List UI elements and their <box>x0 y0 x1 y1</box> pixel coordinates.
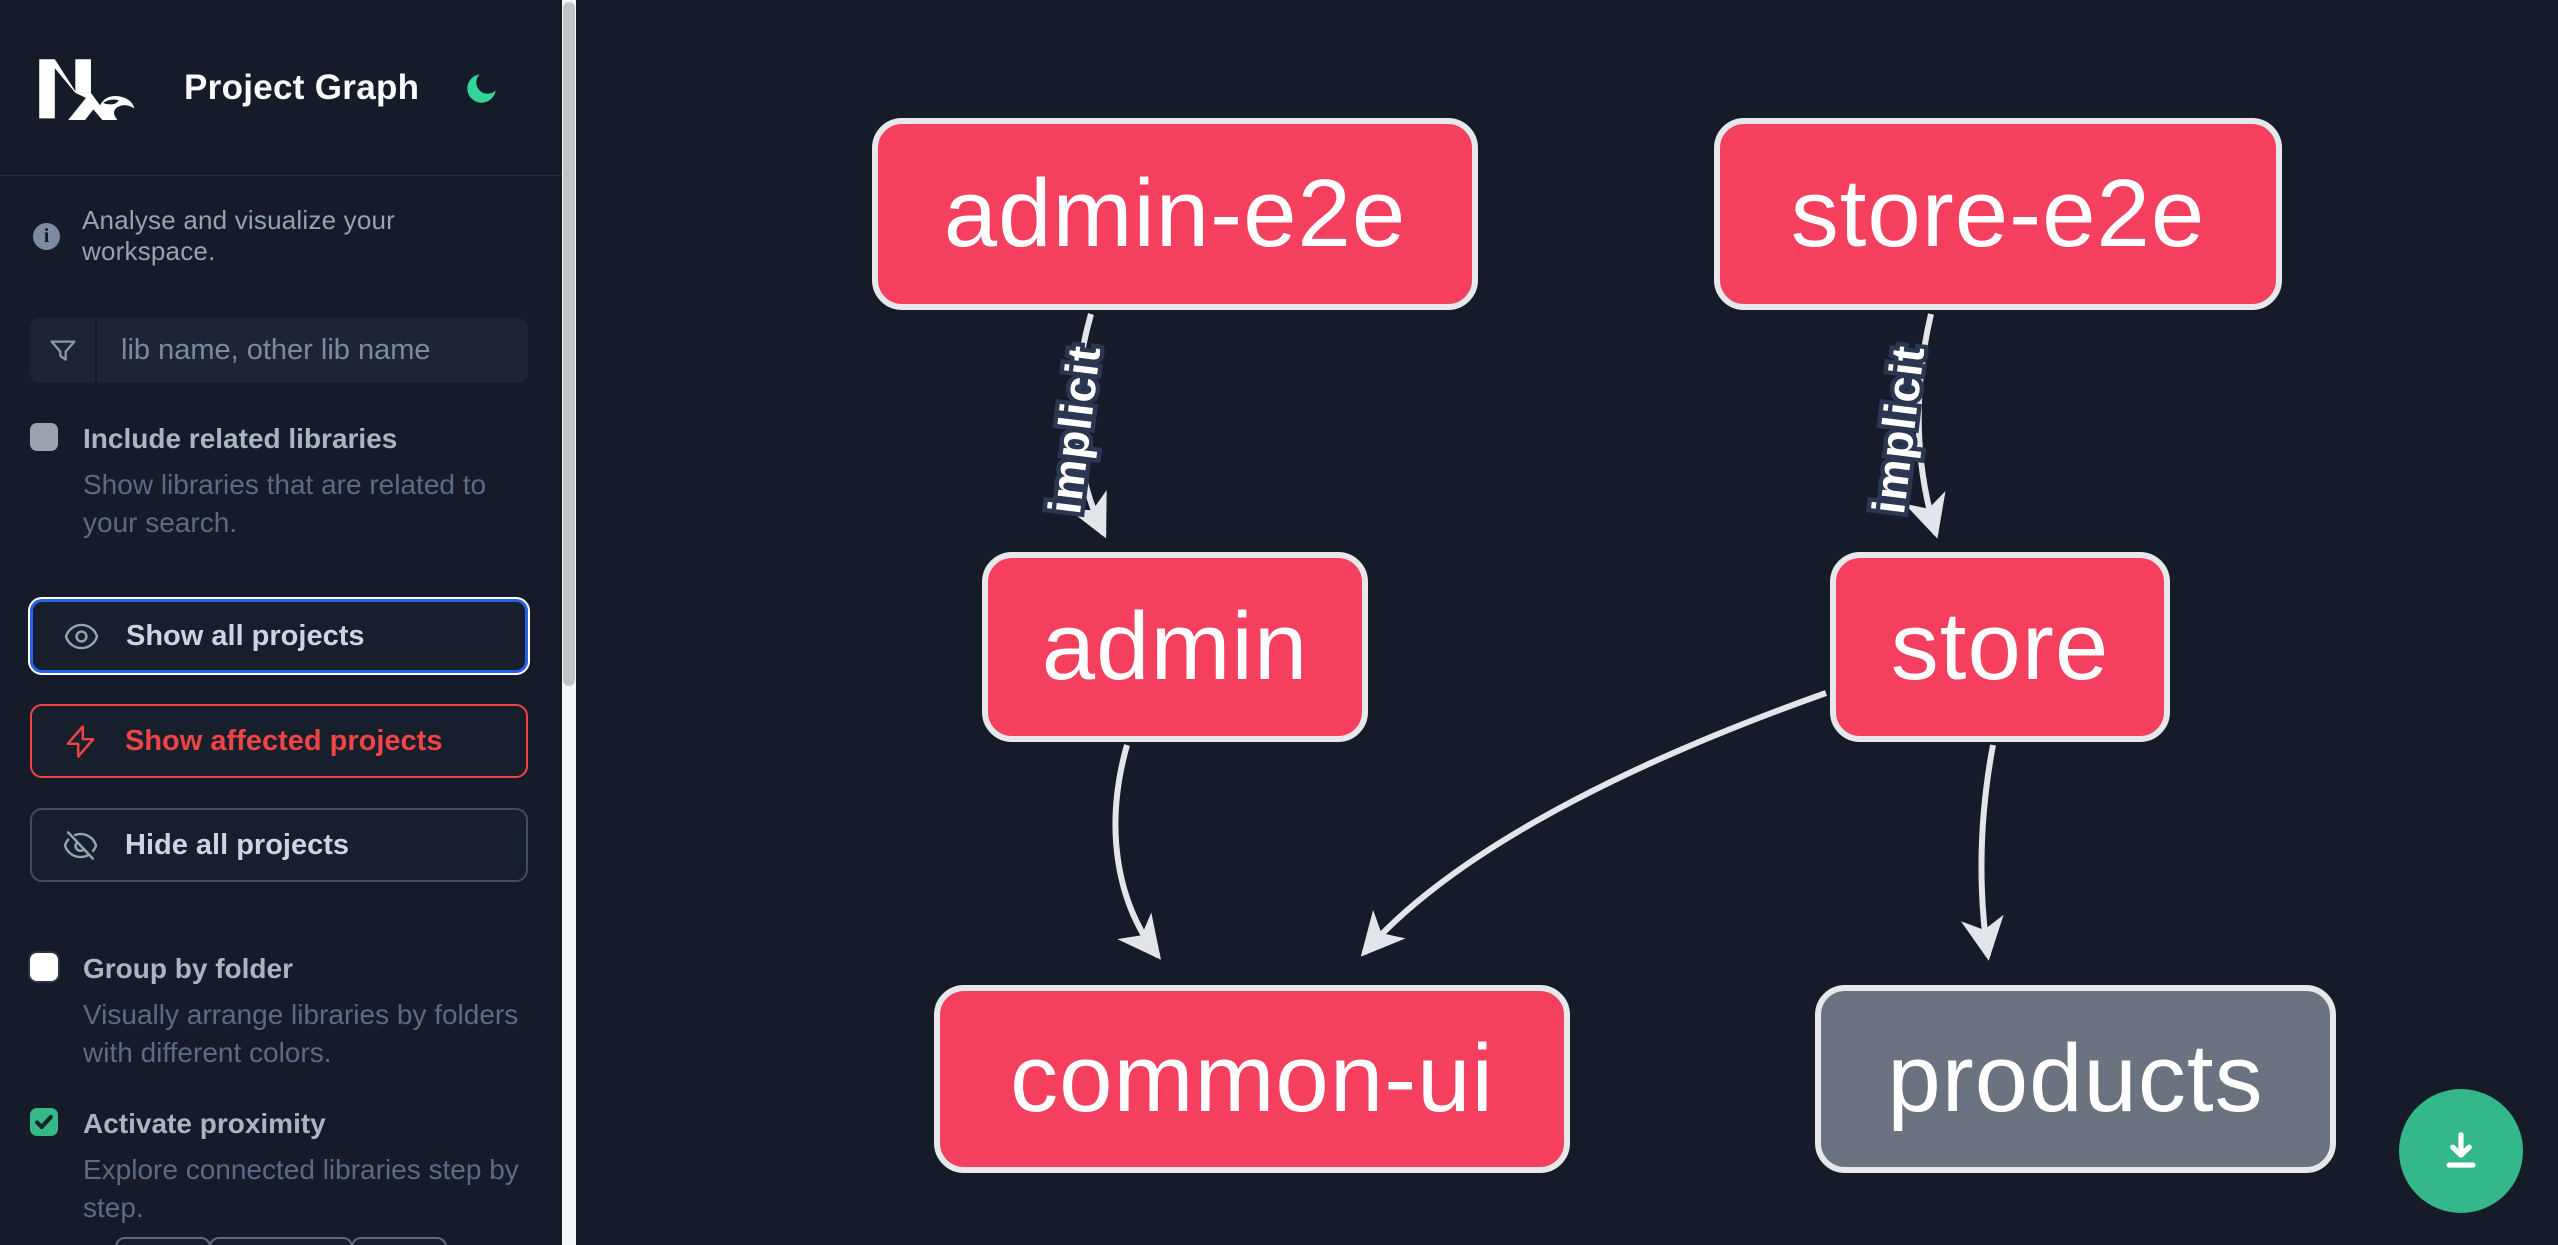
node-label: store-e2e <box>1790 160 2206 267</box>
sidebar-scrollbar-thumb[interactable] <box>563 2 575 686</box>
funnel-icon <box>30 318 97 383</box>
edge-label-implicit: implicit <box>1038 342 1110 516</box>
page-title: Project Graph <box>184 67 420 107</box>
edge-store-to-common-ui[interactable] <box>1360 690 1828 957</box>
graph-node-admin-e2e[interactable]: admin-e2e <box>872 118 1478 310</box>
edge-admin-to-common-ui[interactable] <box>1112 744 1161 960</box>
graph-node-common-ui[interactable]: common-ui <box>934 985 1570 1173</box>
activate-proximity-description: Explore connected libraries step by step… <box>83 1154 519 1223</box>
show-all-projects-label: Show all projects <box>126 619 365 652</box>
node-label: admin-e2e <box>943 160 1407 267</box>
nx-logo <box>39 58 135 120</box>
sidebar: Project Graph i Analyse and visualize yo… <box>0 0 562 1245</box>
show-affected-projects-label: Show affected projects <box>125 724 443 757</box>
proximity-depth-value <box>209 1237 353 1245</box>
workspace-info: i Analyse and visualize your workspace. <box>33 205 533 267</box>
sidebar-scrollbar[interactable] <box>562 0 576 1245</box>
include-related-row: Include related libraries Show libraries… <box>30 421 540 541</box>
sidebar-header: Project Graph <box>0 0 562 176</box>
filter-bar <box>30 318 528 383</box>
group-by-folder-label: Group by folder <box>83 953 293 984</box>
activate-proximity-label: Activate proximity <box>83 1108 326 1139</box>
node-label: common-ui <box>1010 1025 1494 1132</box>
edge-admin-e2e-to-admin[interactable]: implicit <box>1034 313 1115 539</box>
node-label: store <box>1890 593 2110 700</box>
info-text: Analyse and visualize your workspace. <box>82 205 396 266</box>
edge-store-e2e-to-store[interactable]: implicit <box>1858 313 1946 539</box>
download-icon <box>2446 1132 2476 1168</box>
hide-all-projects-button[interactable]: Hide all projects <box>30 808 528 882</box>
hide-all-projects-label: Hide all projects <box>125 828 350 861</box>
show-all-projects-button[interactable]: Show all projects <box>28 597 530 675</box>
node-label: admin <box>1041 593 1309 700</box>
group-by-folder-description: Visually arrange libraries by folders wi… <box>83 999 519 1068</box>
dark-mode-moon-icon[interactable] <box>464 70 500 106</box>
proximity-depth-control <box>115 1237 447 1245</box>
bolt-icon <box>66 724 95 758</box>
include-related-description: Show libraries that are related to your … <box>83 469 487 538</box>
filter-input[interactable] <box>97 318 528 383</box>
graph-node-store-e2e[interactable]: store-e2e <box>1714 118 2282 310</box>
group-by-folder-row: Group by folder Visually arrange librari… <box>30 951 540 1071</box>
info-icon: i <box>33 222 60 250</box>
check-icon <box>35 1114 53 1130</box>
activate-proximity-checkbox[interactable] <box>30 1108 58 1136</box>
proximity-decrement-button[interactable] <box>115 1237 211 1245</box>
eye-off-icon <box>63 830 98 860</box>
graph-node-store[interactable]: store <box>1830 552 2170 742</box>
proximity-increment-button[interactable] <box>351 1237 447 1245</box>
edge-store-to-products[interactable] <box>1960 744 2004 961</box>
activate-proximity-row: Activate proximity Explore connected lib… <box>30 1106 540 1226</box>
graph-node-admin[interactable]: admin <box>982 552 1368 742</box>
include-related-label: Include related libraries <box>83 423 398 454</box>
group-by-folder-checkbox[interactable] <box>30 953 58 981</box>
download-graph-button[interactable] <box>2399 1089 2523 1213</box>
node-label: products <box>1887 1025 2264 1132</box>
show-affected-projects-button[interactable]: Show affected projects <box>30 704 528 778</box>
graph-node-products[interactable]: products <box>1815 985 2336 1173</box>
eye-icon <box>64 623 99 649</box>
include-related-checkbox[interactable] <box>30 423 58 451</box>
